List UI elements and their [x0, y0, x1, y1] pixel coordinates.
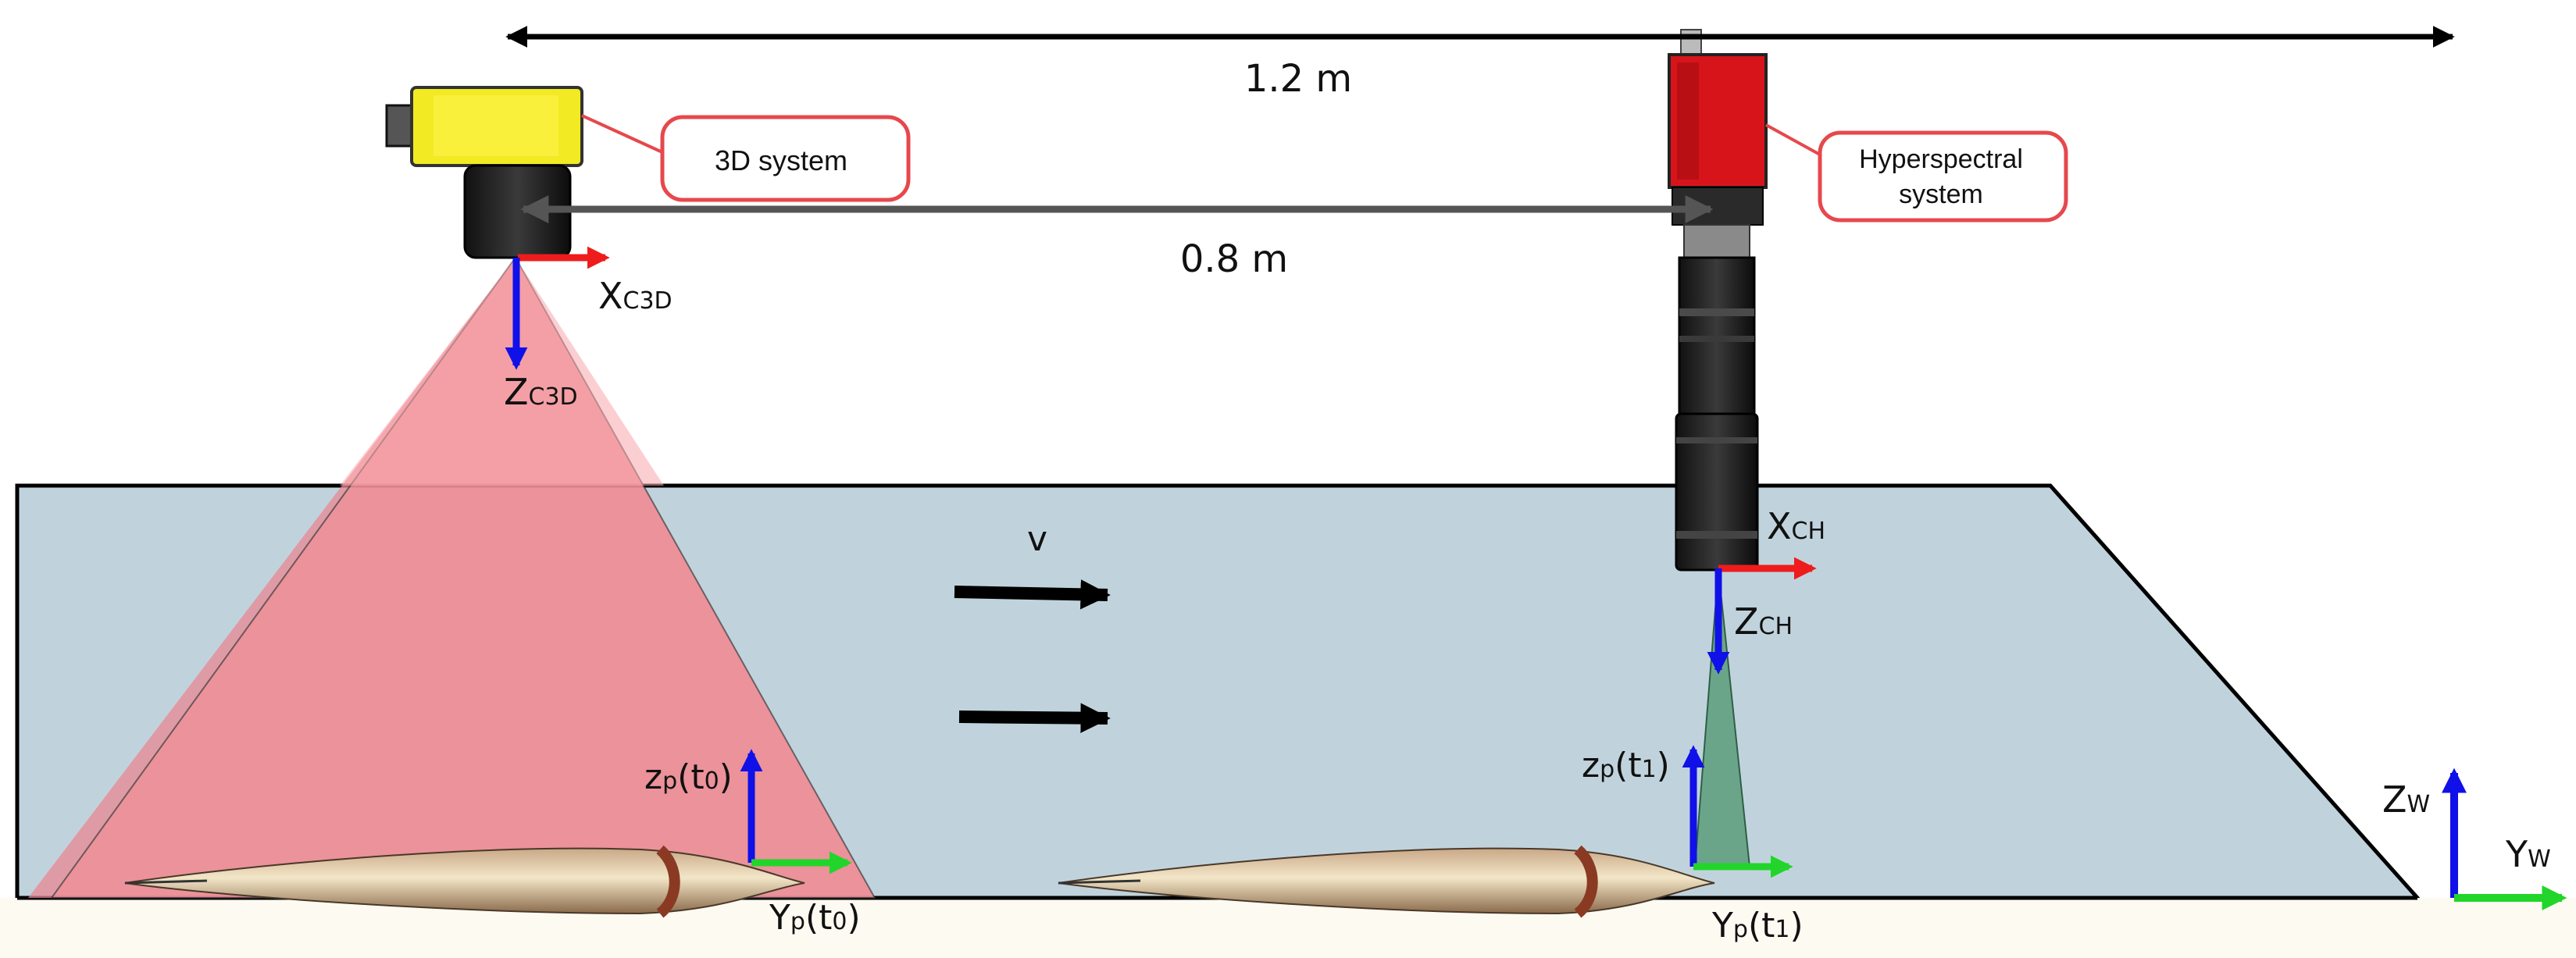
- callout-3d-system: 3D system: [581, 114, 911, 202]
- fish-t0: [124, 845, 805, 918]
- yw-label: YW: [2505, 833, 2551, 875]
- camera-hyperspectral: [1668, 29, 1768, 572]
- zw-label: ZW: [2382, 778, 2430, 821]
- x-ch-label: XCH: [1767, 505, 1825, 547]
- callout-3d-system-text: 3D system: [715, 144, 847, 176]
- belt-floor: [0, 898, 2576, 958]
- velocity-arrow-2: [958, 703, 1111, 733]
- laser-above-belt: [340, 258, 664, 486]
- dimension-label-0-8m: 0.8 m: [1180, 237, 1288, 281]
- z-c3d-label: ZC3D: [504, 371, 578, 413]
- callout-hyperspectral-line2: system: [1899, 180, 1983, 209]
- callout-hyperspectral-line1: Hyperspectral: [1859, 144, 2023, 174]
- yp-t0-label: Yp(t0): [769, 898, 861, 938]
- z-ch-label: ZCH: [1734, 600, 1793, 643]
- yp-t1-label: Yp(t1): [1711, 906, 1804, 946]
- velocity-arrow-1: [954, 579, 1111, 610]
- zp-t0-label: zp(t0): [644, 757, 733, 797]
- dimension-label-1-2m: 1.2 m: [1244, 57, 1352, 101]
- velocity-label: v: [1027, 519, 1047, 559]
- camera-3d: [385, 86, 583, 259]
- callout-hyperspectral-system: Hyperspectral system: [1765, 123, 2068, 223]
- x-c3d-label: XC3D: [598, 275, 673, 317]
- zp-t1-label: zp(t1): [1582, 746, 1670, 785]
- fish-t1: [1058, 845, 1715, 918]
